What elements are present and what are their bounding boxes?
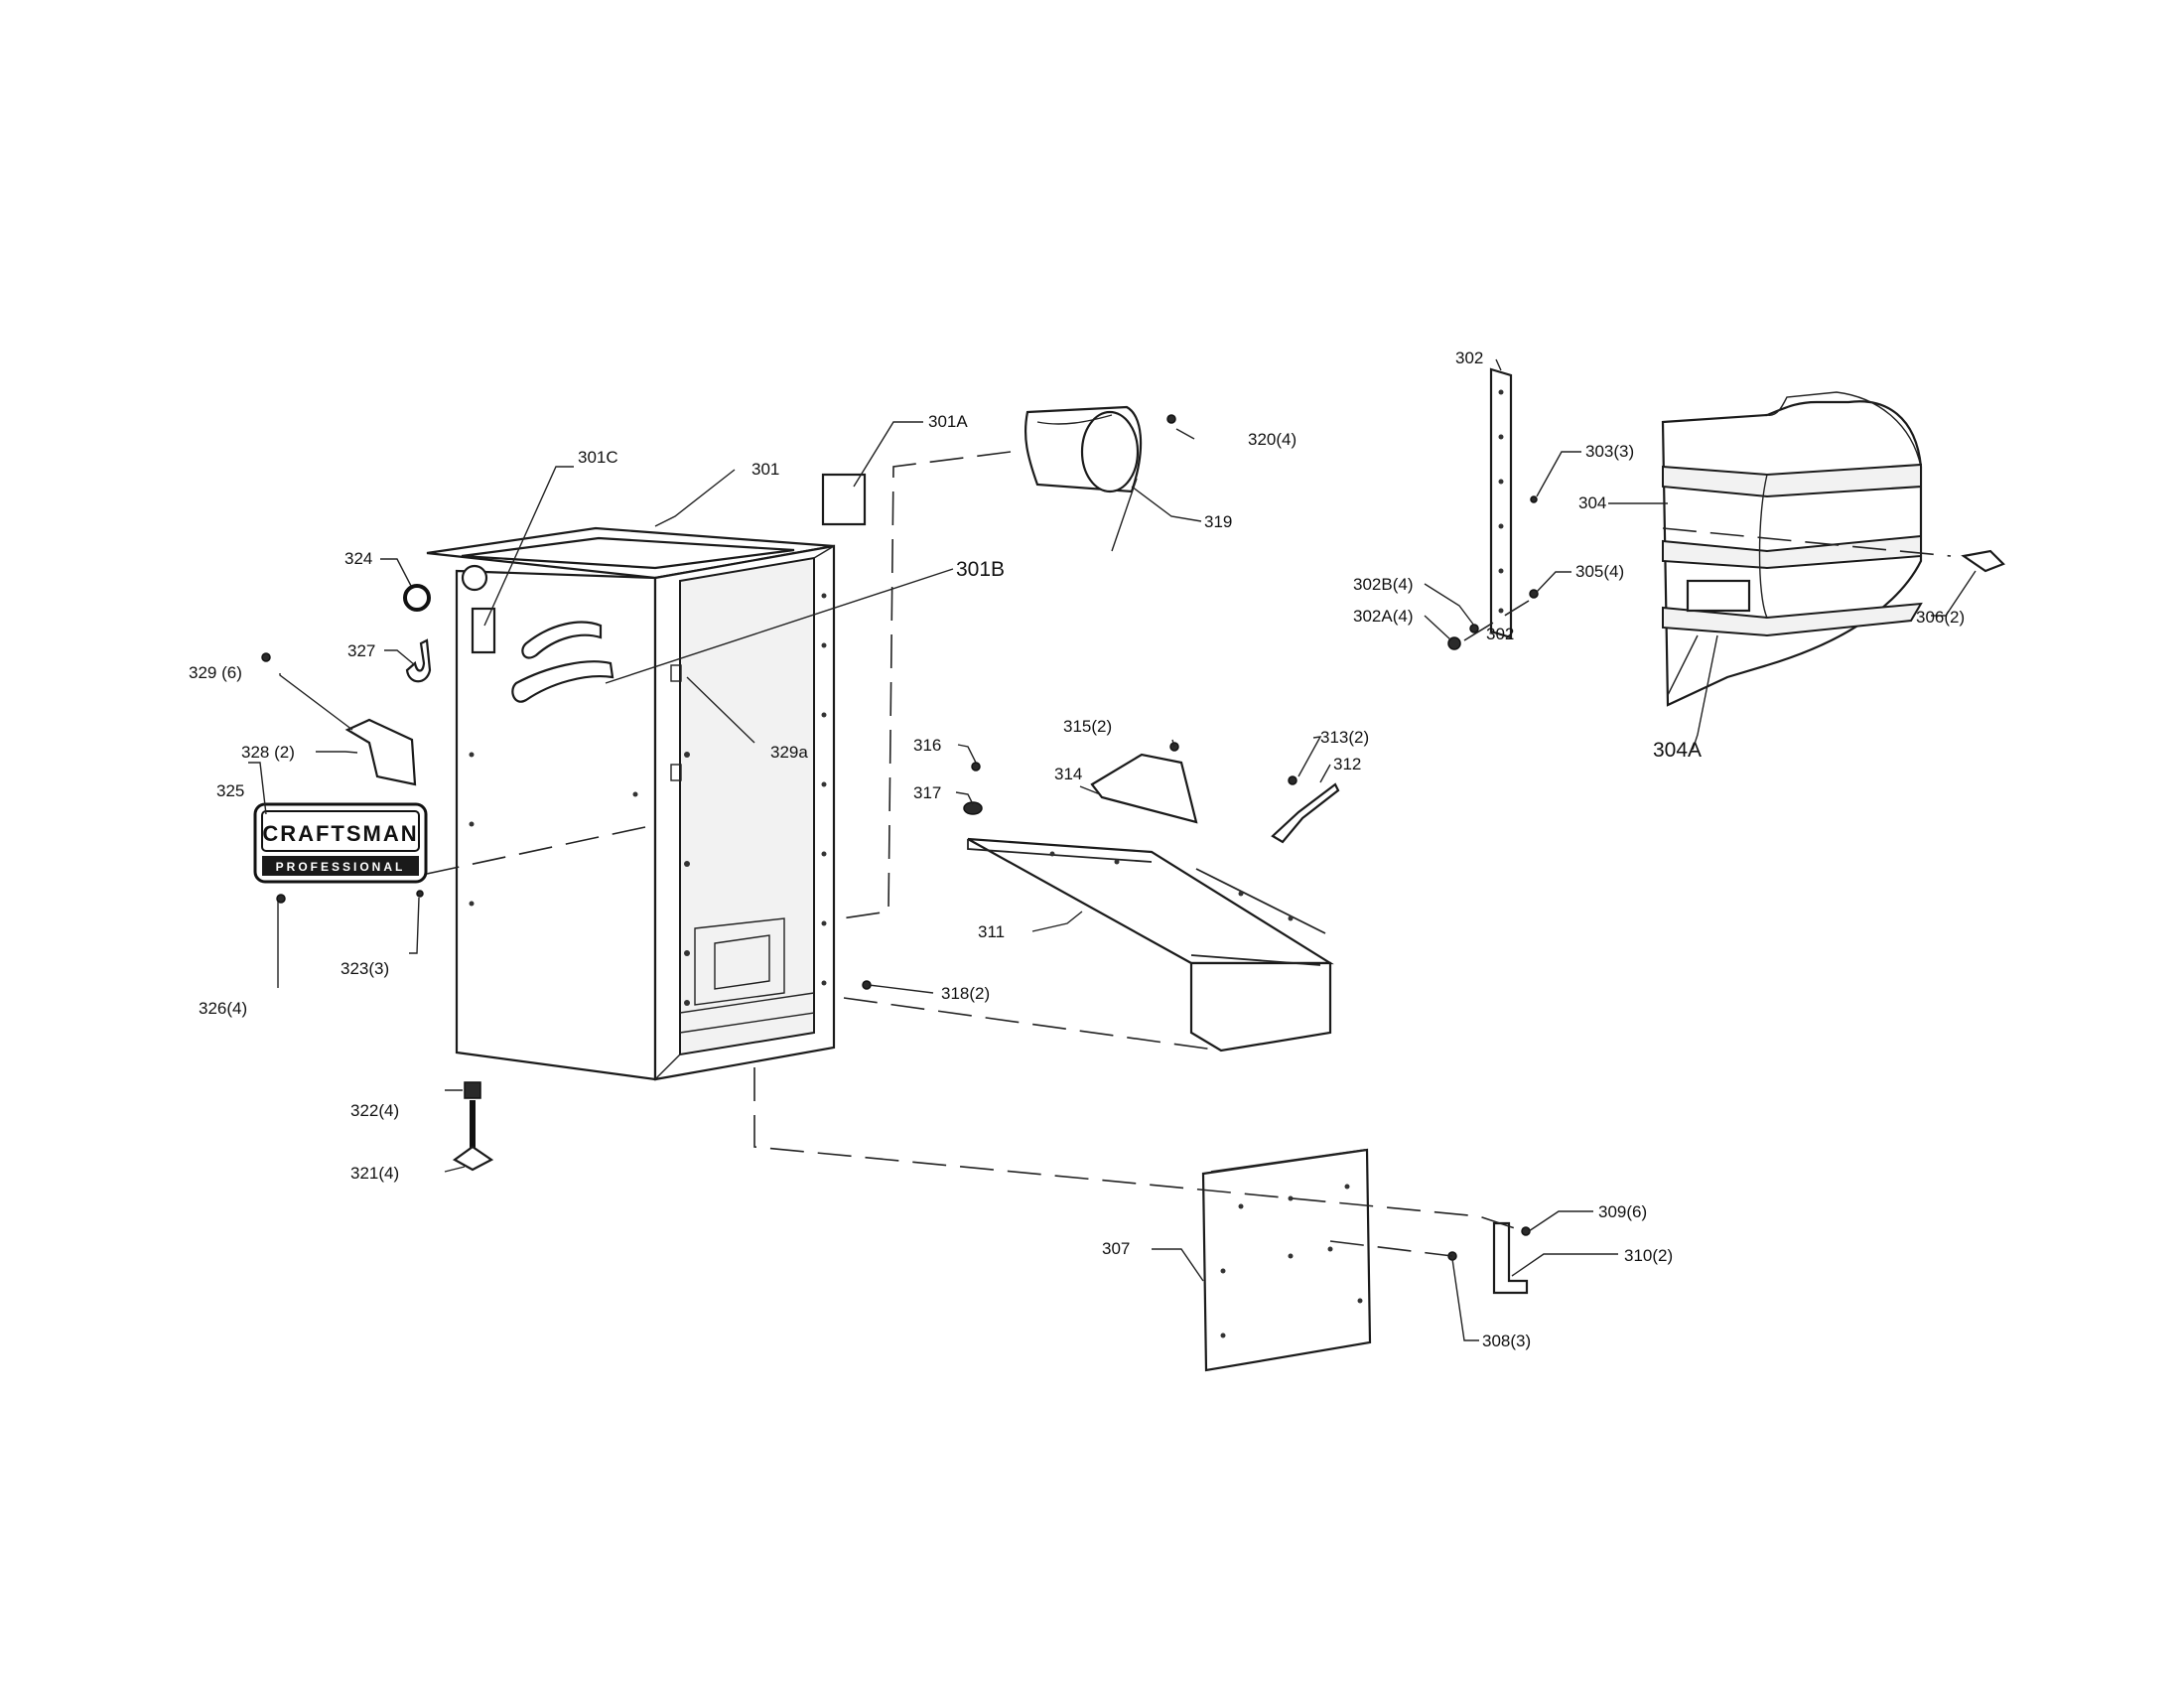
dust-port-319 (1024, 405, 1143, 493)
badge-tagline-text: PROFESSIONAL (276, 860, 406, 874)
craftsman-badge-325: CRAFTSMAN PROFESSIONAL (253, 802, 428, 884)
rail-302 (1489, 367, 1513, 639)
label-308: 308(3) (1482, 1332, 1531, 1350)
label-301c: 301C (578, 448, 618, 467)
label-316: 316 (913, 736, 941, 755)
label-304a (1686, 579, 1751, 613)
label-306: 306(2) (1916, 608, 1965, 627)
label-plate-301c (471, 607, 496, 654)
label-320: 320(4) (1248, 430, 1297, 449)
grommet-324-icon (403, 584, 431, 612)
label-324: 324 (344, 549, 372, 568)
screw-313-icon (1288, 775, 1297, 785)
label-310: 310(2) (1624, 1246, 1673, 1265)
panel-307 (1201, 1148, 1372, 1372)
label-302-mark: 302 (1486, 625, 1514, 643)
label-304: 304 (1578, 493, 1606, 512)
part-labels: 301 301A 301B 301C 302 302 302A(4) 302B(… (189, 349, 1965, 1350)
label-327: 327 (347, 641, 375, 660)
screw-305-icon (1529, 589, 1539, 599)
deflector-314 (1090, 753, 1198, 824)
assembly-lines (426, 451, 1952, 1257)
latch-306-icon (1961, 549, 2005, 573)
tray-311 (967, 837, 1334, 1052)
badge-brand-text: CRAFTSMAN (262, 821, 418, 846)
label-304a: 304A (1653, 739, 1702, 762)
label-326: 326(4) (199, 999, 247, 1018)
nut-322-icon (464, 1081, 481, 1099)
label-309: 309(6) (1598, 1202, 1647, 1221)
plate-301a (821, 473, 867, 526)
screw-320-icon (1166, 414, 1176, 424)
label-311: 311 (978, 922, 1005, 941)
screw-326-icon (276, 894, 286, 904)
hinge-310 (1492, 1221, 1529, 1295)
label-305: 305(4) (1575, 562, 1624, 581)
screw-316-icon (971, 762, 981, 772)
cabinet-body-301 (426, 526, 836, 1081)
label-312: 312 (1333, 755, 1361, 773)
label-318: 318(2) (941, 984, 990, 1003)
washer-302b-icon (1469, 624, 1479, 633)
label-329a: 329a (770, 743, 808, 762)
leader-lines (248, 358, 1977, 1341)
label-307: 307 (1102, 1239, 1130, 1258)
label-302a: 302A(4) (1353, 607, 1413, 626)
label-301: 301 (751, 460, 779, 479)
leveler-foot-321 (452, 1100, 494, 1172)
label-302: 302 (1455, 349, 1483, 367)
hook-327 (405, 638, 432, 683)
label-314: 314 (1054, 765, 1082, 783)
screw-309-icon (1521, 1226, 1531, 1236)
screw-329-icon (261, 652, 271, 662)
label-319: 319 (1204, 512, 1232, 531)
label-323: 323(3) (341, 959, 389, 978)
grommet-317-icon (963, 801, 983, 815)
latch-312 (1271, 782, 1340, 844)
label-317: 317 (913, 783, 941, 802)
screw-323-icon (416, 890, 424, 898)
label-302b: 302B(4) (1353, 575, 1413, 594)
label-301b: 301B (956, 558, 1005, 581)
label-315: 315(2) (1063, 717, 1112, 736)
label-328: 328 (2) (241, 743, 295, 762)
label-322: 322(4) (350, 1101, 399, 1120)
screw-303-icon (1530, 495, 1538, 503)
bracket-328 (344, 718, 417, 786)
label-329: 329 (6) (189, 663, 242, 682)
label-325: 325 (216, 781, 244, 800)
label-321: 321(4) (350, 1164, 399, 1183)
label-313: 313(2) (1320, 728, 1369, 747)
label-303: 303(3) (1585, 442, 1634, 461)
hopper-bin-304 (1661, 391, 1923, 707)
label-301a: 301A (928, 412, 968, 431)
